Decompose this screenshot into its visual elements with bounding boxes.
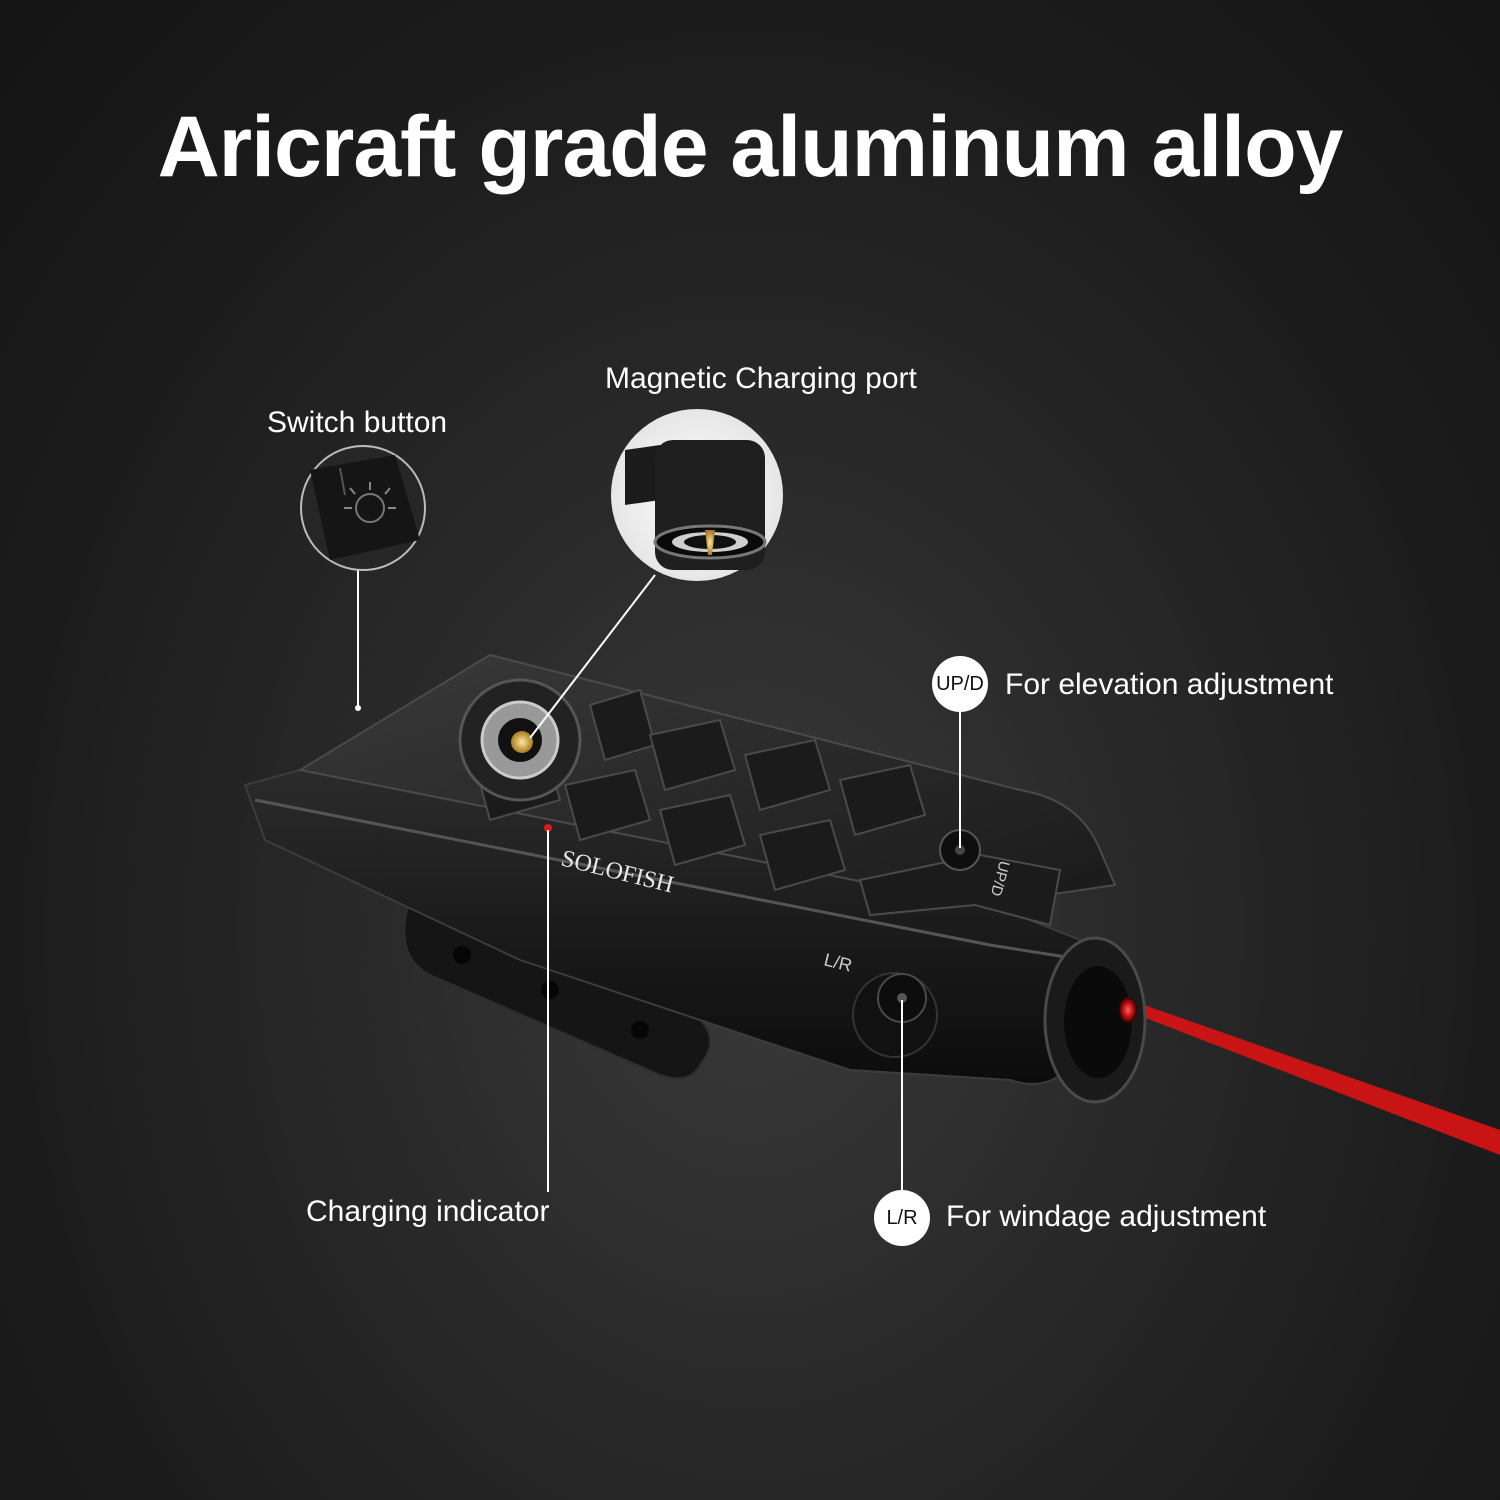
windage-label: For windage adjustment: [946, 1200, 1267, 1233]
charging-indicator-label: Charging indicator: [306, 1195, 550, 1228]
elevation-label: For elevation adjustment: [1005, 668, 1334, 701]
windage-badge: L/R: [874, 1190, 930, 1246]
charging-indicator-led: [544, 824, 552, 832]
laser-beam: [1130, 1000, 1500, 1155]
picatinny-rail: [473, 688, 1062, 927]
charging-port-zoom: [611, 409, 783, 581]
headline: Aricraft grade aluminum alloy: [157, 99, 1344, 195]
laser-aperture: [1119, 997, 1137, 1023]
elevation-badge: UP/D: [932, 656, 988, 712]
switch-button-zoom: [300, 445, 426, 571]
charging-port-label: Magnetic Charging port: [605, 362, 917, 395]
switch-button-label: Switch button: [267, 406, 448, 439]
